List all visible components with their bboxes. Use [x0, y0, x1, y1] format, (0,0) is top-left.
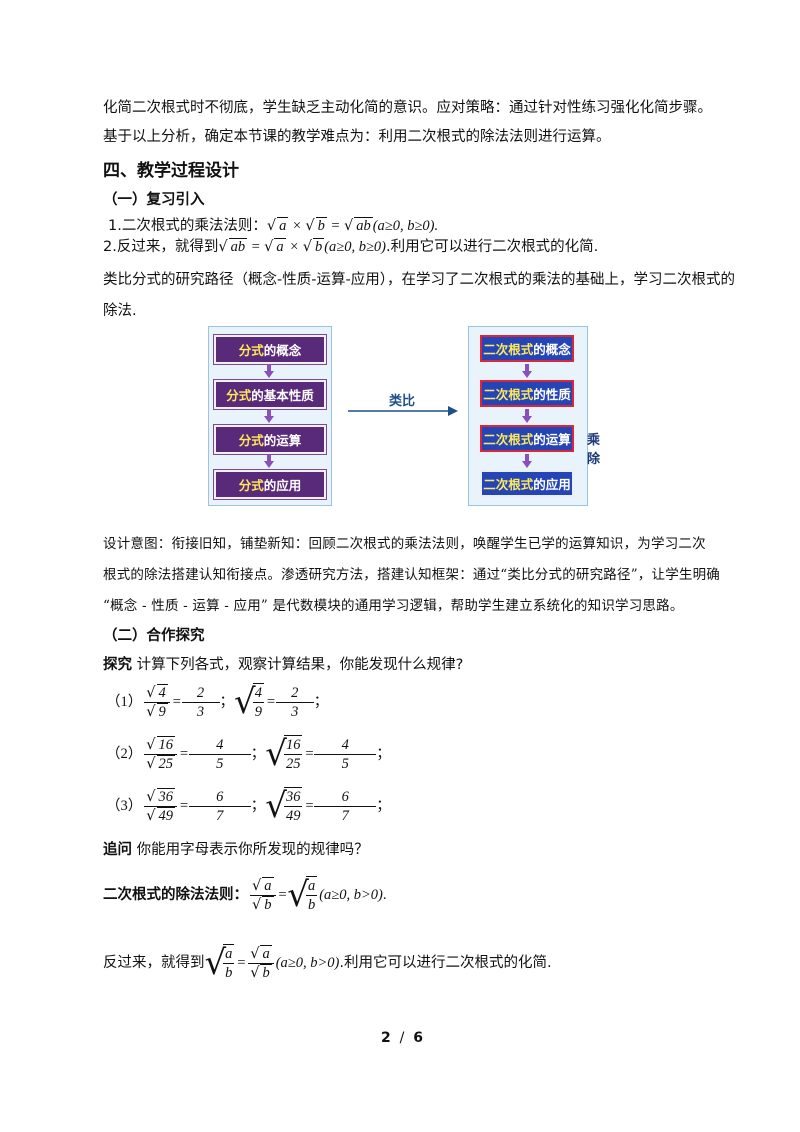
review-2-condition: (a≥0, b≥0)	[324, 239, 387, 255]
exercise-label: （2）	[106, 746, 143, 762]
exploration-label: 探究	[103, 657, 132, 673]
fraction-concept-box: 分式的概念	[213, 334, 327, 365]
subsection-title-cooperative-exploration: （二）合作探究	[103, 628, 205, 644]
down-arrow-icon	[264, 364, 274, 378]
down-arrow-icon	[522, 409, 532, 423]
exercise-label: （3）	[106, 798, 143, 814]
review-reverse-rule: 2.反过来，就得到 √ab = √a × √b (a≥0, b≥0) .利用它可…	[103, 237, 598, 257]
section-title-teaching-process: 四、教学过程设计	[103, 161, 239, 181]
paragraph-teaching-difficulty: 基于以上分析，确定本节课的教学难点为：利用二次根式的除法法则进行运算。	[103, 129, 611, 145]
formula-multiplication: √a × √b = √ab	[266, 217, 373, 234]
design-intent-line2: 根式的除法搭建认知衔接点。渗透研究方法，搭建认知框架：通过“类比分式的研究路径”…	[103, 567, 721, 583]
analogy-diagram: 分式的概念 分式的基本性质 分式的运算 分式的应用 类比 二次根式的概念 二次根…	[208, 326, 600, 506]
review-2-suffix: .利用它可以进行二次根式的化简.	[386, 239, 599, 255]
follow-up-question: 追问 你能用字母表示你所发现的规律吗？	[103, 840, 369, 860]
reverse-condition: (a≥0, b>0)	[275, 955, 340, 971]
design-intent-line1: 设计意图：衔接旧知，铺垫新知：回顾二次根式的乘法法则，唤醒学生已学的运算知识，为…	[103, 536, 706, 552]
down-arrow-icon	[264, 409, 274, 423]
division-rule-label: 二次根式的除法法则：	[103, 887, 248, 903]
down-arrow-icon	[522, 454, 532, 468]
paragraph-difficulty-strategy: 化简二次根式时不彻底，学生缺乏主动化简的意识。应对策略：通过针对性练习强化化简步…	[103, 100, 712, 116]
multiply-divide-label: 乘除	[587, 433, 601, 467]
analogy-arrow-label: 类比	[389, 394, 416, 409]
exploration-text: 计算下列各式，观察计算结果，你能发现什么规律?	[136, 657, 464, 673]
down-arrow-icon	[264, 454, 274, 468]
design-intent-line3: “概念 - 性质 - 运算 - 应用” 是代数模块的通用学习逻辑，帮助学生建立系…	[103, 598, 684, 614]
formula-reverse-multiplication: √ab = √a × √b	[218, 238, 325, 255]
review-2-prefix: 2.反过来，就得到	[103, 239, 219, 255]
reverse-prefix: 反过来，就得到	[103, 955, 205, 971]
exercise-label: （1）	[106, 694, 143, 710]
division-rule-condition: (a≥0, b>0)	[319, 887, 383, 903]
exploration-prompt: 探究 计算下列各式，观察计算结果，你能发现什么规律?	[103, 655, 463, 675]
right-arrow-icon	[348, 406, 458, 416]
answer-numerator: 2	[196, 684, 205, 701]
subsection-title-review: （一）复习引入	[103, 192, 205, 208]
page-number: 2 / 6	[381, 1030, 423, 1046]
follow-up-label: 追问	[103, 842, 132, 858]
fraction-property-box: 分式的基本性质	[213, 379, 327, 410]
follow-up-text: 你能用字母表示你所发现的规律吗？	[136, 842, 369, 858]
radical-operation-box: 二次根式的运算	[480, 425, 574, 452]
radical-property-box: 二次根式的性质	[480, 380, 574, 407]
review-multiplication-rule: 1.二次根式的乘法法则： √a × √b = √ab (a≥0, b≥0).	[108, 216, 438, 236]
paragraph-analogy-line1: 类比分式的研究路径（概念-性质-运算-应用），在学习了二次根式的乘法的基础上，学…	[103, 272, 735, 288]
answer-denominator: 3	[181, 701, 220, 721]
reverse-suffix: .利用它可以进行二次根式的化简.	[339, 955, 552, 971]
review-1-condition: (a≥0, b≥0).	[372, 218, 439, 234]
review-1-prefix: 1.二次根式的乘法法则：	[108, 218, 267, 234]
fraction-operation-box: 分式的运算	[213, 424, 327, 455]
paragraph-analogy-line2: 除法.	[103, 303, 137, 319]
fraction-application-box: 分式的应用	[213, 469, 327, 500]
radical-application-box: 二次根式的应用	[480, 470, 574, 497]
down-arrow-icon	[522, 364, 532, 378]
radical-concept-box: 二次根式的概念	[480, 335, 574, 362]
